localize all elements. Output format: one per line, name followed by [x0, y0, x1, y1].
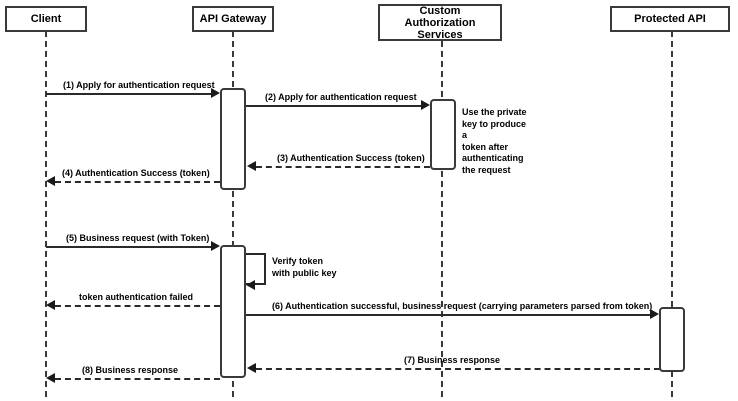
- activation-custom-authorization-services: [430, 99, 456, 170]
- message-line-6: [246, 314, 650, 316]
- message-line-1: [46, 93, 211, 95]
- activation-protected-api: [659, 307, 685, 372]
- self-message-arrowhead-verify-token: [246, 280, 255, 290]
- participant-api-gateway[interactable]: API Gateway: [192, 6, 274, 32]
- message-label-1: (1) Apply for authentication request: [63, 80, 215, 90]
- activation-api-gateway-auth: [220, 88, 246, 190]
- message-label-token-auth-failed: token authentication failed: [79, 292, 194, 302]
- self-message-label-verify-token: Verify token with public key: [272, 256, 337, 278]
- message-label-4: (4) Authentication Success (token): [62, 168, 210, 178]
- participant-label-protected-api: Protected API: [634, 13, 706, 25]
- participant-protected-api[interactable]: Protected API: [610, 6, 730, 32]
- participant-label-api-gateway: API Gateway: [199, 13, 267, 25]
- message-label-2: (2) Apply for authentication request: [265, 92, 417, 102]
- message-line-8: [55, 378, 220, 380]
- message-arrowhead-7: [247, 363, 256, 373]
- message-arrowhead-1: [211, 88, 220, 98]
- message-line-7: [256, 368, 660, 370]
- message-line-token-auth-failed: [55, 305, 220, 307]
- message-arrowhead-4: [46, 176, 55, 186]
- message-label-7: (7) Business response: [404, 355, 501, 365]
- message-line-5: [46, 246, 211, 248]
- message-arrowhead-6: [650, 309, 659, 319]
- participant-label-client: Client: [30, 13, 62, 25]
- message-line-2: [246, 105, 421, 107]
- participant-label-custom-authorization-services: Custom Authorization Services: [404, 4, 476, 41]
- activation-api-gateway-business: [220, 245, 246, 378]
- note-custom-authorization-services: Use the private key to produce a token a…: [462, 107, 527, 175]
- lifeline-custom-authorization-services: [441, 41, 443, 397]
- message-label-6: (6) Authentication successful, business …: [272, 301, 653, 311]
- self-message-loop-verify-token: [246, 253, 266, 285]
- message-line-3: [256, 166, 430, 168]
- message-arrowhead-token-auth-failed: [46, 300, 55, 310]
- message-label-3: (3) Authentication Success (token): [277, 153, 425, 163]
- participant-client[interactable]: Client: [5, 6, 87, 32]
- message-line-4: [55, 181, 220, 183]
- message-label-8: (8) Business response: [82, 365, 179, 375]
- message-arrowhead-2: [421, 100, 430, 110]
- message-arrowhead-8: [46, 373, 55, 383]
- participant-custom-authorization-services[interactable]: Custom Authorization Services: [378, 4, 502, 41]
- message-label-5: (5) Business request (with Token): [66, 233, 210, 243]
- lifeline-api-gateway: [232, 31, 234, 397]
- lifeline-client: [45, 31, 47, 397]
- message-arrowhead-5: [211, 241, 220, 251]
- lifeline-protected-api: [671, 31, 673, 397]
- message-arrowhead-3: [247, 161, 256, 171]
